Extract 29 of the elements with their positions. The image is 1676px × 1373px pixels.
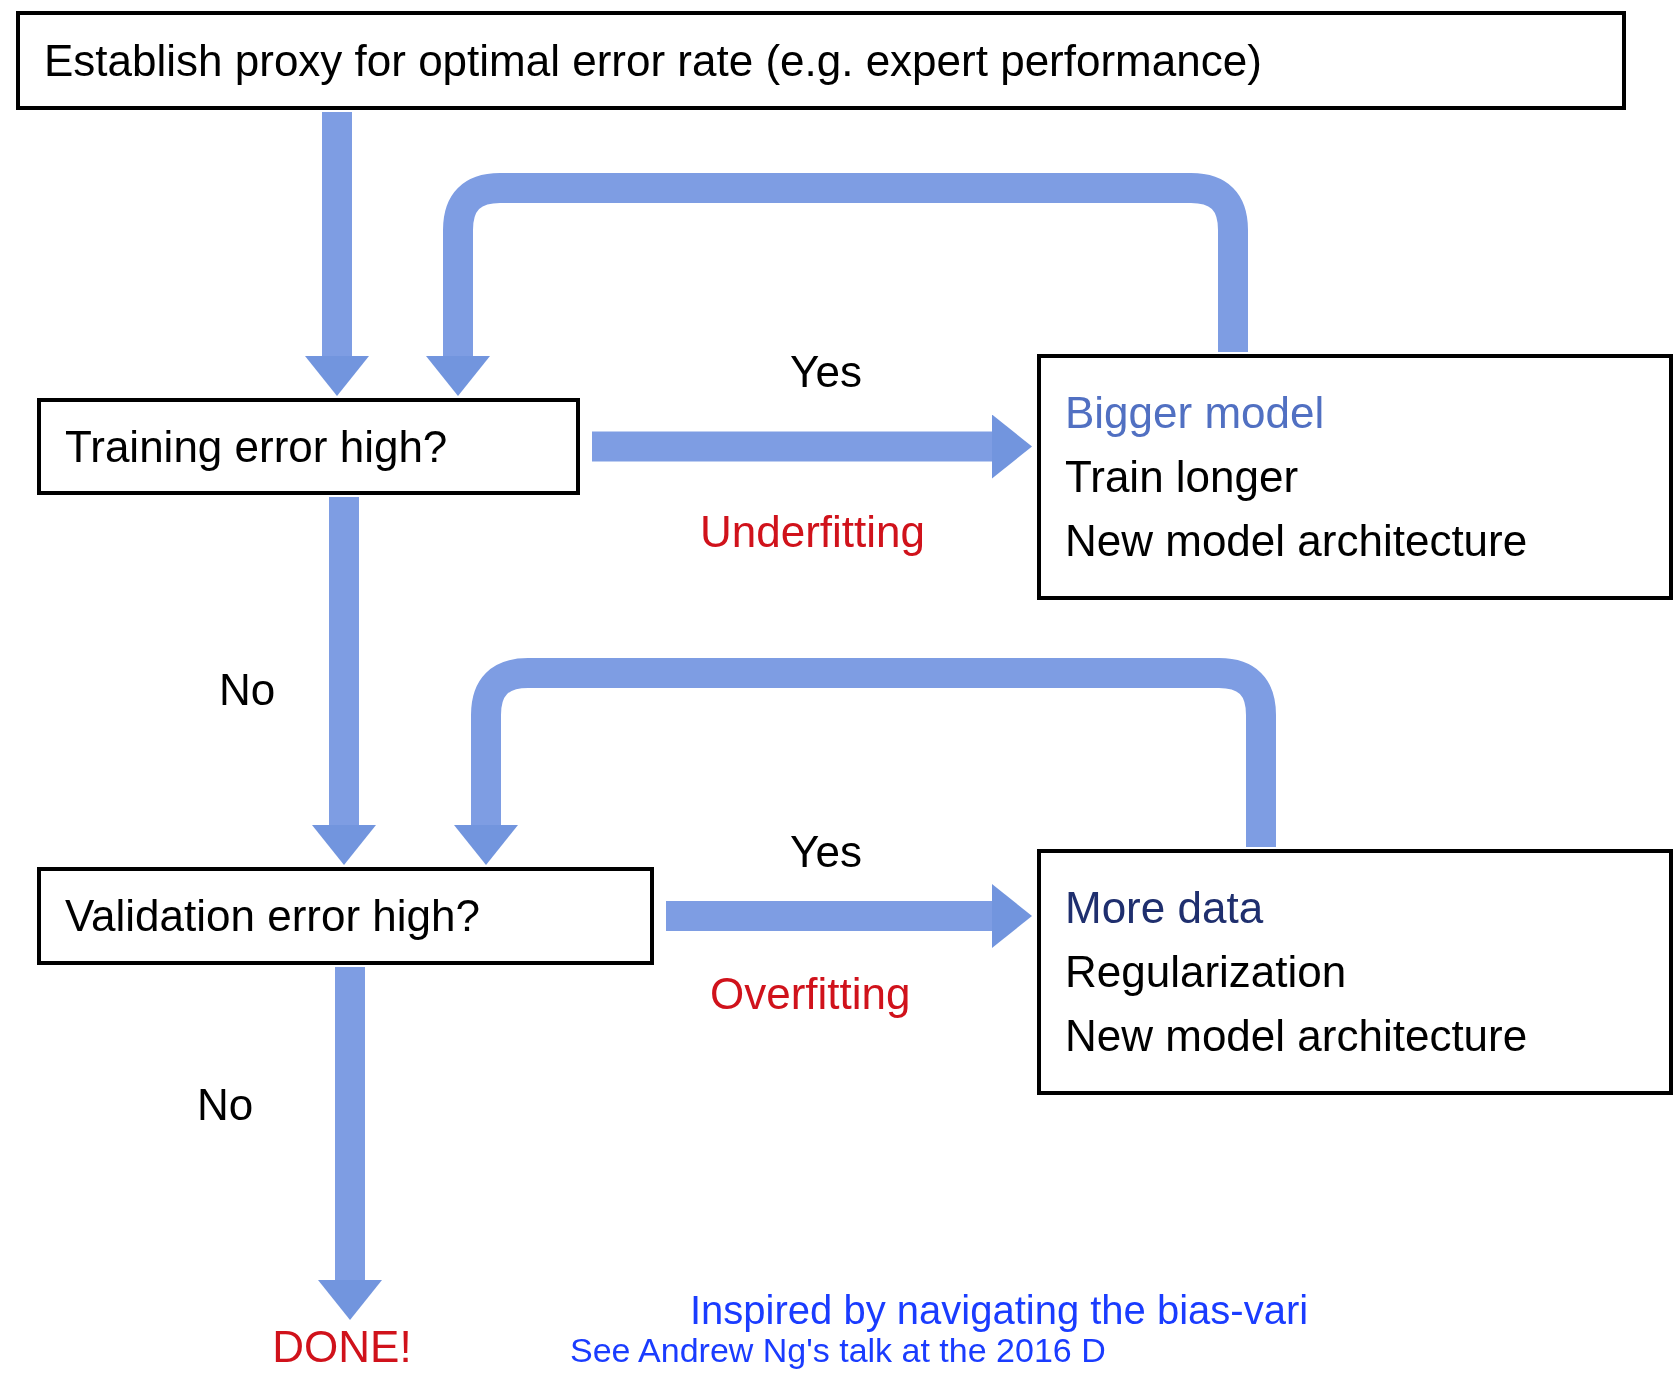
diagnosis-label: Overfitting	[710, 970, 911, 1019]
source-note: Inspired by navigating the bias-vari	[690, 1288, 1309, 1332]
edge-label: Yes	[790, 826, 862, 878]
process-box	[37, 867, 654, 965]
block-arrow	[666, 884, 1032, 948]
box-text: Train longer	[1065, 451, 1300, 503]
process-box	[16, 11, 1626, 110]
box-text: Establish proxy for optimal error rate (e.g. expert performance)	[44, 34, 1263, 87]
block-arrow	[318, 967, 382, 1320]
box-text: Regularization	[1065, 946, 1348, 998]
edge-label: No	[218, 664, 276, 716]
remedy-box	[1037, 849, 1673, 1095]
edge-label: Yes	[790, 346, 862, 398]
box-text: DONE!	[272, 1321, 412, 1373]
block-arrow	[454, 658, 1276, 865]
process-box	[37, 398, 580, 495]
block-arrow	[305, 112, 369, 396]
box-text: New model architecture	[1065, 515, 1529, 567]
box-text: Bigger model	[1065, 387, 1326, 439]
block-arrow	[592, 414, 1032, 479]
block-arrow	[426, 173, 1248, 396]
box-text: New model architecture	[1065, 1010, 1529, 1062]
box-text: Validation error high?	[65, 890, 481, 942]
source-note: See Andrew Ng's talk at the 2016 D	[570, 1332, 1106, 1370]
box-text: More data	[1065, 882, 1265, 934]
edge-label: No	[196, 1079, 254, 1131]
box-text: Training error high?	[65, 420, 449, 473]
diagnosis-label: Underfitting	[700, 508, 925, 557]
remedy-box	[1037, 354, 1673, 600]
